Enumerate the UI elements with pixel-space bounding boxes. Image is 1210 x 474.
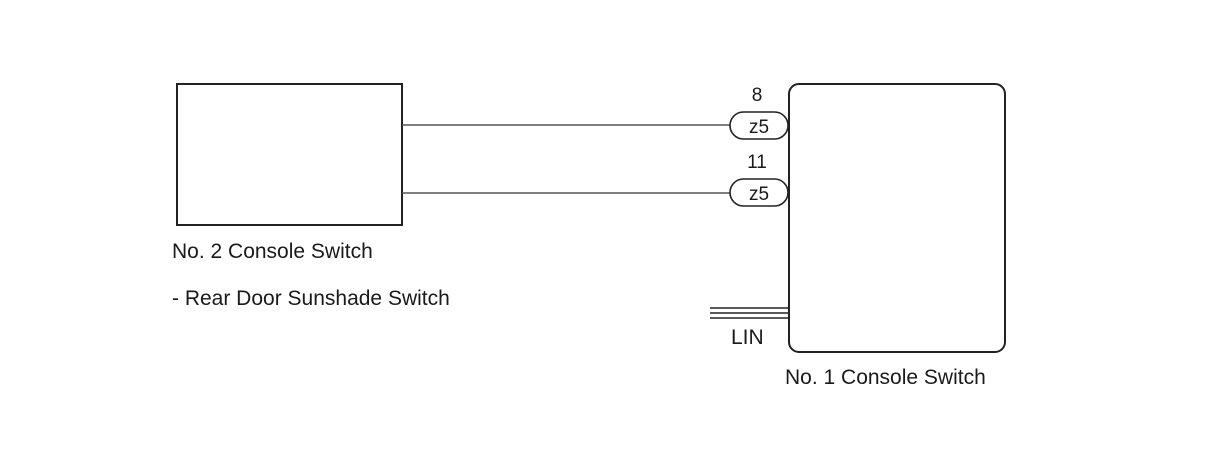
connector-label-2: z5 (749, 184, 769, 205)
no1-console-switch-label: No. 1 Console Switch (785, 366, 986, 389)
connector-label-1: z5 (749, 117, 769, 138)
connector-z5-pin-11 (729, 178, 789, 207)
rear-door-sunshade-switch-label: - Rear Door Sunshade Switch (172, 287, 450, 310)
lin-bus-label: LIN (731, 326, 764, 349)
no2-console-switch-label: No. 2 Console Switch (172, 240, 373, 263)
pin-number-2: 11 (747, 152, 767, 173)
lin-bus-lines (710, 307, 789, 319)
connector-z5-pin-8 (729, 111, 789, 140)
pin-number-1: 8 (752, 85, 763, 106)
no2-console-switch-box (176, 83, 403, 226)
no1-console-switch-box (788, 83, 1006, 353)
